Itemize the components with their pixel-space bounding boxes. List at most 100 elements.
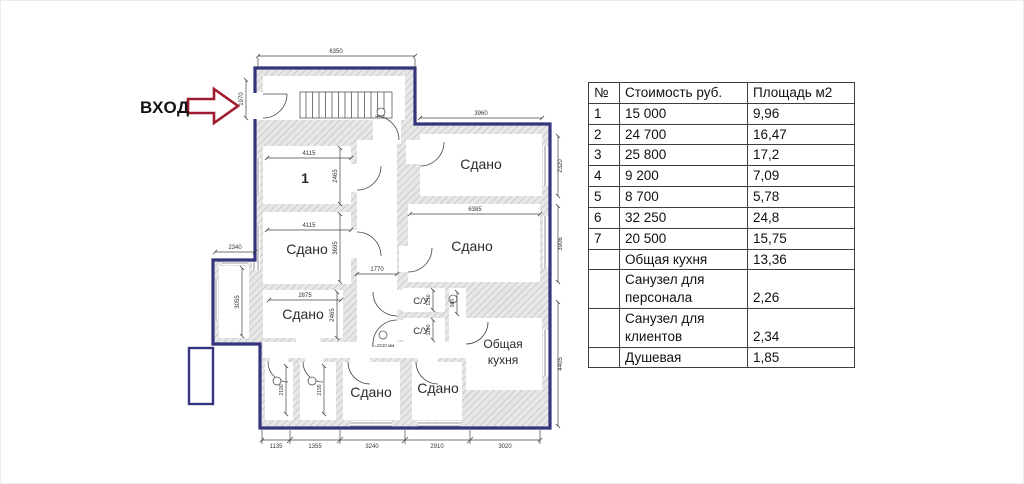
label-room-3: Сдано — [282, 306, 324, 322]
cell-area: 1,85 — [747, 346, 855, 369]
dim-bump-width: 2340 — [228, 245, 242, 251]
dim-bottom-1: 1135 — [270, 444, 284, 450]
room-d — [412, 362, 462, 420]
symbol-circle-room-b — [307, 376, 317, 386]
dim-wc1-height: 1210 — [426, 294, 432, 305]
wc-2 — [403, 318, 445, 342]
dimension-labels: 6350 4115 4115 2875 2340 1770 3960 6385 … — [228, 49, 564, 450]
room-labels: 1 Сдано Сдано Сдано Сдано С/У С/У Общая … — [282, 156, 522, 400]
adjacent-structure — [187, 346, 215, 406]
cell-cost: 32 250 — [619, 206, 748, 229]
cell-cost: Общая кухня — [619, 248, 748, 271]
cell-area: 13,36 — [747, 248, 855, 271]
kitchen — [466, 318, 542, 390]
staircase — [299, 91, 393, 119]
room-mid-right — [408, 204, 540, 282]
cell-num — [588, 307, 620, 348]
cell-area: 16,47 — [747, 123, 855, 146]
plan-symbols — [272, 107, 458, 386]
cell-cost: 8 700 — [619, 186, 748, 208]
dim-mid-right-width: 6385 — [468, 207, 482, 213]
cell-num: 7 — [588, 227, 620, 250]
cell-num — [588, 346, 620, 369]
entrance-opening — [250, 93, 264, 119]
col-header-num: № — [588, 82, 620, 104]
dim-entry: 1970 — [239, 92, 245, 106]
wc-1 — [403, 288, 445, 312]
label-room-c: Сдано — [350, 384, 392, 400]
room-b — [300, 362, 336, 420]
col-header-cost: Стоимость руб. — [619, 82, 748, 104]
dim-room-b: 2195 — [317, 384, 323, 395]
dim-right-mid: 3906 — [558, 237, 564, 251]
entrance-marker: ВХОД — [140, 86, 241, 126]
hall-lobby — [373, 118, 401, 144]
dim-bump-height: 3055 — [235, 295, 241, 309]
label-room-top-right: Сдано — [460, 156, 502, 172]
dim-top-right-width: 3960 — [474, 111, 488, 117]
room-top-right — [420, 134, 542, 196]
room-c — [343, 362, 400, 420]
cell-area: 2,26 — [747, 269, 855, 309]
dim-right-bottom: 4405 — [558, 357, 564, 371]
label-room-d: Сдано — [417, 380, 459, 396]
door-gaps — [250, 92, 470, 364]
label-room-1: 1 — [301, 170, 309, 186]
dim-top: 6350 — [329, 49, 343, 55]
height-note: h=2210 мм — [372, 343, 395, 348]
label-kitchen-line1: Общая — [483, 337, 522, 351]
cell-area: 2,34 — [747, 307, 855, 348]
cell-cost: 25 800 — [619, 144, 748, 167]
dim-wc2-height: 1190 — [426, 324, 432, 335]
cell-cost: Санузел для персонала — [619, 269, 748, 309]
cell-num — [588, 248, 620, 271]
cell-cost: Санузел для клиентов — [619, 307, 748, 348]
dim-room1-width: 4115 — [303, 151, 317, 157]
dim-lobby-width: 960 — [450, 299, 456, 308]
dim-bottom-5: 3020 — [498, 444, 512, 450]
symbol-circle-hall — [376, 107, 386, 117]
door-arcs — [262, 93, 489, 385]
cell-cost: 20 500 — [619, 227, 748, 250]
dim-bottom-2: 1355 — [308, 444, 322, 450]
dim-room3-height: 2465 — [330, 308, 336, 322]
balcony-bump — [219, 266, 249, 338]
cell-area: 17,2 — [747, 144, 855, 167]
entrance-arrow-icon — [186, 86, 241, 126]
cell-area: 24,8 — [747, 206, 855, 229]
entrance-label: ВХОД — [140, 98, 190, 117]
cell-num: 6 — [588, 206, 620, 229]
label-wc-1: С/У — [413, 296, 430, 307]
col-header-area: Площадь м2 — [747, 82, 855, 104]
cell-cost: 15 000 — [619, 102, 748, 125]
cell-area: 9,96 — [747, 102, 855, 125]
room-2 — [263, 212, 351, 284]
corridor-horizontal — [263, 342, 473, 358]
label-room-mid-right: Сдано — [451, 238, 493, 254]
table-header-row: № Стоимость руб. Площадь м2 — [588, 82, 855, 104]
dim-room2-height: 3695 — [333, 241, 339, 255]
cell-num: 4 — [588, 165, 620, 188]
cell-num: 3 — [588, 144, 620, 167]
dimension-lines — [212, 53, 561, 444]
dim-corridor: 1770 — [370, 267, 384, 273]
cell-cost: 9 200 — [619, 165, 748, 188]
symbol-circle-note — [378, 330, 388, 340]
dim-room1-height: 2465 — [333, 169, 339, 183]
cell-area: 5,78 — [747, 186, 855, 208]
label-kitchen-line2: кухня — [488, 353, 519, 367]
dim-room3-width: 2875 — [298, 293, 312, 299]
cell-area: 15,75 — [747, 227, 855, 250]
dim-room2-width: 4115 — [303, 223, 317, 229]
cell-num: 1 — [588, 102, 620, 125]
label-wc-2: С/У — [413, 326, 430, 337]
outer-boundary — [211, 66, 552, 430]
